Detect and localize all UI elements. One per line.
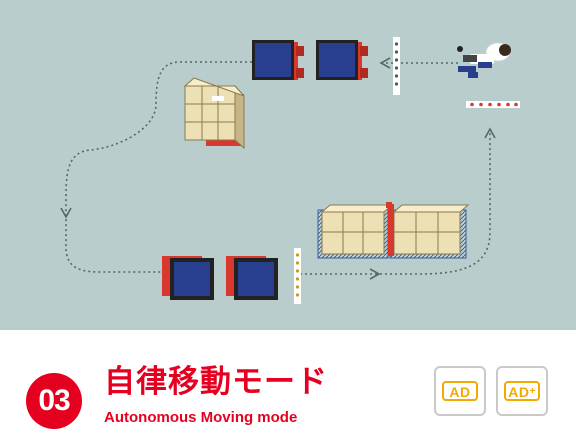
ad-badge: AD: [434, 366, 486, 416]
pallet-on-robot-icon: [183, 77, 245, 150]
ad-badge-label: AD: [449, 384, 471, 400]
robot-icon: [162, 256, 214, 300]
mode-title-en: Autonomous Moving mode: [104, 409, 298, 426]
path-arrow-up-icon: [484, 127, 496, 139]
ad-plus-badge: AD+: [496, 366, 548, 416]
ad-badge-frame: [442, 381, 478, 401]
stored-pallet-icon: [320, 204, 394, 255]
autonomous-moving-scene: [0, 0, 576, 330]
stored-pallet-icon: [392, 204, 470, 255]
robot-icon: [226, 256, 278, 300]
path-arrow-right-icon: [369, 268, 381, 280]
path-arrow-left-icon: [379, 57, 391, 69]
mode-number-badge: 03: [26, 373, 82, 429]
ad-plus-badge-frame: [504, 381, 540, 401]
path-arrow-down-icon: [60, 207, 72, 219]
ad-plus-badge-text: AD: [508, 384, 530, 400]
storage-rack-icon: [317, 202, 470, 259]
mode-title-ja: 自律移動モード: [104, 364, 328, 400]
checkpoint-marker-icon: [466, 101, 520, 108]
checkpoint-marker-icon: [294, 248, 301, 304]
robot-icon: [252, 40, 304, 80]
robot-icon: [316, 40, 368, 80]
checkpoint-marker-icon: [393, 37, 400, 95]
ad-plus-badge-superscript: +: [529, 386, 536, 397]
ad-plus-badge-label: AD+: [498, 384, 546, 430]
worker-icon: [457, 42, 511, 78]
